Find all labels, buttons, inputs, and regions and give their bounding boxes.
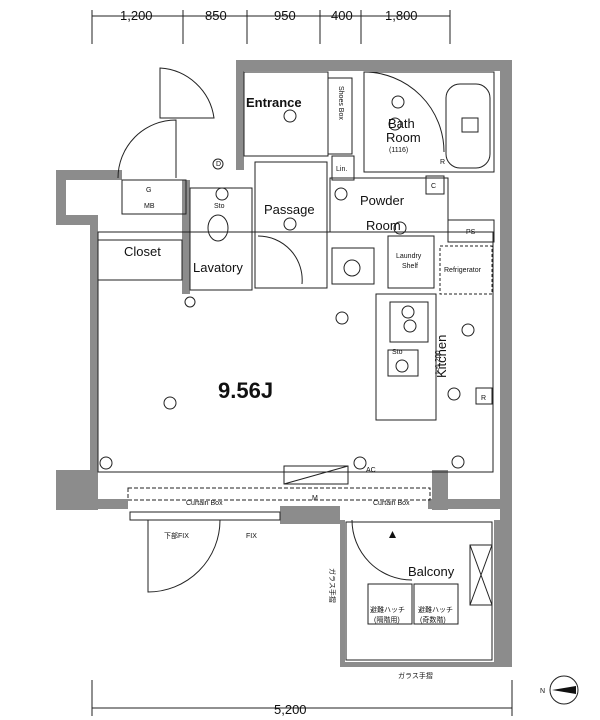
dim-1200: 1,200 bbox=[120, 8, 153, 23]
dim-1800: 1,800 bbox=[385, 8, 418, 23]
bath-room-label-1: Bath bbox=[388, 116, 415, 131]
compass-n-label: N bbox=[540, 688, 545, 695]
dim-400: 400 bbox=[331, 8, 353, 23]
shoe-box-label: Shoes Box bbox=[337, 86, 344, 120]
ps-label: PS bbox=[466, 229, 476, 236]
r-bath-mark: R bbox=[440, 159, 445, 166]
hatch-right-label-2: (奇数階) bbox=[420, 615, 446, 624]
powder-room-label-1: Powder bbox=[360, 193, 405, 208]
hatch-left-label-2: (隔階用) bbox=[374, 615, 400, 624]
sto-kitchen-label: Sto bbox=[392, 349, 403, 356]
g-mark: G bbox=[146, 187, 151, 194]
r-kitchen-mark: R bbox=[481, 395, 486, 402]
curtain-box-left-label: Curtain Box bbox=[186, 500, 223, 507]
balcony-label: Balcony bbox=[408, 564, 455, 579]
curtain-box-right-label: Curtain Box bbox=[373, 500, 410, 507]
laundry-label-2: Shelf bbox=[402, 263, 418, 270]
door-swings bbox=[117, 67, 493, 606]
laundry-label-1: Laundry bbox=[396, 253, 422, 260]
glass-rail-side-label: ガラス手摺 bbox=[328, 568, 337, 603]
main-area-label: 9.56J bbox=[218, 378, 273, 403]
compass-icon: N bbox=[540, 675, 579, 705]
fixtures bbox=[99, 95, 479, 538]
top-dimension-line: 1,200 850 950 400 1,800 bbox=[91, 8, 451, 44]
passage-label: Passage bbox=[264, 202, 315, 217]
fix-lower-label: 下部FIX bbox=[164, 531, 189, 540]
room-labels: Entrance Shoes Box Bath Room (1116) Lin.… bbox=[124, 86, 486, 579]
hatch-right-label-1: 避難ハッチ bbox=[418, 605, 453, 614]
aux-labels: Curtain Box Curtain Box 下部FIX FIX ガラス手摺 … bbox=[164, 500, 453, 680]
glass-rail-bottom-label: ガラス手摺 bbox=[398, 671, 433, 680]
closet-label: Closet bbox=[124, 244, 161, 259]
d-mark: D bbox=[216, 161, 221, 168]
bath-size-label: (1116) bbox=[389, 147, 408, 154]
fix-label: FIX bbox=[246, 533, 257, 540]
powder-room-label-2: Room bbox=[366, 218, 401, 233]
dim-5200: 5,200 bbox=[274, 702, 307, 717]
lavatory-label: Lavatory bbox=[193, 260, 243, 275]
room-outlines bbox=[97, 71, 495, 661]
mb-label: MB bbox=[144, 203, 155, 210]
dim-950: 950 bbox=[274, 8, 296, 23]
kitchen-label: Kitchen bbox=[434, 335, 449, 378]
ac-mark: AC bbox=[366, 467, 376, 474]
balcony-arrow-icon bbox=[389, 531, 396, 538]
lin-label: Lin. bbox=[336, 166, 347, 173]
c-mark: C bbox=[431, 183, 436, 190]
walls bbox=[56, 60, 512, 667]
kitchen-width-label: I=1,200 bbox=[435, 350, 442, 374]
m-mark: M bbox=[312, 495, 318, 502]
dim-850: 850 bbox=[205, 8, 227, 23]
hatch-left-label-1: 避難ハッチ bbox=[370, 605, 405, 614]
bath-room-label-2: Room bbox=[386, 130, 421, 145]
refrigerator-label: Refrigerator bbox=[444, 267, 482, 274]
bottom-dimension-line: 5,200 bbox=[91, 680, 513, 717]
sto-label: Sto bbox=[214, 203, 225, 210]
entrance-label: Entrance bbox=[246, 95, 302, 110]
